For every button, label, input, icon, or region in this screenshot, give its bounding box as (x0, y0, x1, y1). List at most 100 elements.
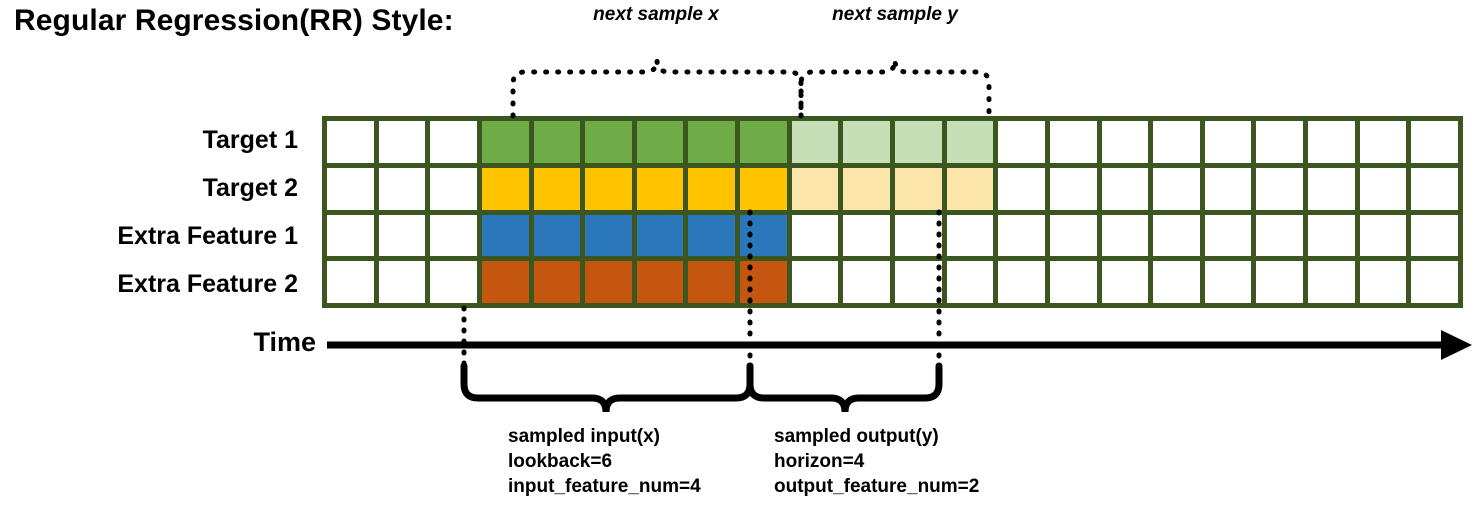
grid-cell-r3-c18 (1204, 214, 1252, 257)
grid-cell-r4-c4 (481, 261, 529, 303)
grid-cell-r3-c2 (378, 214, 426, 257)
grid-cell-r2-c12 (895, 167, 942, 210)
next-sample-y-label: next sample y (832, 4, 958, 25)
brace-sampled-output (746, 362, 943, 413)
grid-cell-r2-c17 (1153, 167, 1200, 210)
grid-cell-r1-c8 (688, 121, 736, 163)
grid-cell-r2-c10 (791, 167, 839, 210)
grid-cell-r2-c8 (688, 167, 736, 210)
grid-cell-r4-c3 (430, 261, 477, 303)
grid-cell-r2-c2 (378, 167, 426, 210)
grid-cell-r4-c16 (1101, 261, 1149, 303)
grid-cell-r3-c22 (1411, 214, 1458, 257)
grid-cell-r2-c18 (1204, 167, 1252, 210)
grid-cell-r1-c12 (895, 121, 942, 163)
page-title: Regular Regression(RR) Style: (14, 4, 454, 37)
time-axis-label: Time (253, 327, 316, 357)
grid-cell-r2-c21 (1359, 167, 1407, 210)
grid-cell-r3-c20 (1308, 214, 1355, 257)
grid-cell-r4-c21 (1359, 261, 1407, 303)
grid-cell-r2-c6 (585, 167, 632, 210)
row-label-list: Target 1 Target 2 Extra Feature 1 Extra … (0, 116, 310, 308)
grid-cell-r1-c10 (791, 121, 839, 163)
grid-cell-r3-c11 (843, 214, 890, 257)
grid-cell-r2-c9 (740, 167, 787, 210)
grid-cell-r4-c2 (378, 261, 426, 303)
grid-cell-r2-c14 (998, 167, 1045, 210)
grid-cell-r4-c5 (533, 261, 581, 303)
brace-sampled-input (460, 362, 754, 413)
grid-cell-r3-c13 (946, 214, 994, 257)
grid-cell-r1-c5 (533, 121, 581, 163)
grid-cell-r3-c1 (327, 214, 374, 257)
caption-output-line-2: horizon=4 (774, 451, 865, 472)
grid-cell-r4-c12 (895, 261, 942, 303)
grid-cell-r3-c12 (895, 214, 942, 257)
grid-cell-r1-c14 (998, 121, 1045, 163)
grid-cell-r3-c15 (1049, 214, 1097, 257)
grid-cell-r2-c5 (533, 167, 581, 210)
grid-cell-r4-c6 (585, 261, 632, 303)
grid-cell-r1-c21 (1359, 121, 1407, 163)
grid-cell-r2-c3 (430, 167, 477, 210)
grid-cell-r4-c8 (688, 261, 736, 303)
grid-cell-r3-c4 (481, 214, 529, 257)
grid-cell-r2-c16 (1101, 167, 1149, 210)
grid-cell-r1-c4 (481, 121, 529, 163)
grid-cell-r1-c20 (1308, 121, 1355, 163)
grid-cell-r4-c18 (1204, 261, 1252, 303)
grid-cell-r2-c20 (1308, 167, 1355, 210)
grid-cell-r2-c11 (843, 167, 890, 210)
grid-cell-r1-c11 (843, 121, 890, 163)
brace-next-sample-y (798, 59, 992, 119)
grid-cell-r4-c17 (1153, 261, 1200, 303)
grid-cell-r2-c7 (636, 167, 684, 210)
time-axis-arrowhead (1441, 330, 1472, 360)
grid-cell-r4-c15 (1049, 261, 1097, 303)
caption-sampled-output: sampled output(y) horizon=4 output_featu… (774, 424, 979, 499)
row-label-target-2: Target 2 (202, 174, 298, 202)
grid-cell-r1-c22 (1411, 121, 1458, 163)
next-sample-x-label: next sample x (593, 4, 719, 25)
grid-cell-r1-c15 (1049, 121, 1097, 163)
caption-input-line-1: sampled input(x) (508, 426, 661, 447)
grid-cell-r1-c16 (1101, 121, 1149, 163)
grid-cell-r1-c17 (1153, 121, 1200, 163)
grid-cell-r2-c1 (327, 167, 374, 210)
grid-cell-r4-c20 (1308, 261, 1355, 303)
grid-cell-r2-c4 (481, 167, 529, 210)
grid-cell-r4-c19 (1256, 261, 1304, 303)
grid-cell-r3-c7 (636, 214, 684, 257)
row-label-extra-feature-1: Extra Feature 1 (117, 222, 298, 250)
grid-cell-r4-c22 (1411, 261, 1458, 303)
grid-cell-r1-c3 (430, 121, 477, 163)
grid-cell-r3-c17 (1153, 214, 1200, 257)
grid-cell-r3-c14 (998, 214, 1045, 257)
brace-next-sample-x (510, 59, 804, 119)
caption-input-line-2: lookback=6 (508, 451, 613, 472)
grid-cell-r4-c10 (791, 261, 839, 303)
grid-cell-r2-c19 (1256, 167, 1304, 210)
grid-cell-r1-c1 (327, 121, 374, 163)
grid-cell-r1-c7 (636, 121, 684, 163)
caption-output-line-1: sampled output(y) (774, 426, 939, 447)
grid-cell-r3-c6 (585, 214, 632, 257)
caption-sampled-input: sampled input(x) lookback=6 input_featur… (508, 424, 701, 499)
row-label-extra-feature-2: Extra Feature 2 (117, 270, 298, 298)
grid-cell-r4-c7 (636, 261, 684, 303)
grid-cell-r3-c21 (1359, 214, 1407, 257)
grid-cell-r1-c2 (378, 121, 426, 163)
grid-cell-r1-c13 (946, 121, 994, 163)
caption-output-line-3: output_feature_num=2 (774, 476, 980, 497)
grid-cell-r1-c9 (740, 121, 787, 163)
grid-cell-r3-c8 (688, 214, 736, 257)
grid-cell-r3-c3 (430, 214, 477, 257)
grid-cell-r1-c18 (1204, 121, 1252, 163)
grid-cell-r4-c1 (327, 261, 374, 303)
grid-cell-r3-c10 (791, 214, 839, 257)
row-label-target-1: Target 1 (202, 126, 298, 154)
grid-cell-r4-c11 (843, 261, 890, 303)
grid-cell-r1-c19 (1256, 121, 1304, 163)
grid-cell-r4-c13 (946, 261, 994, 303)
